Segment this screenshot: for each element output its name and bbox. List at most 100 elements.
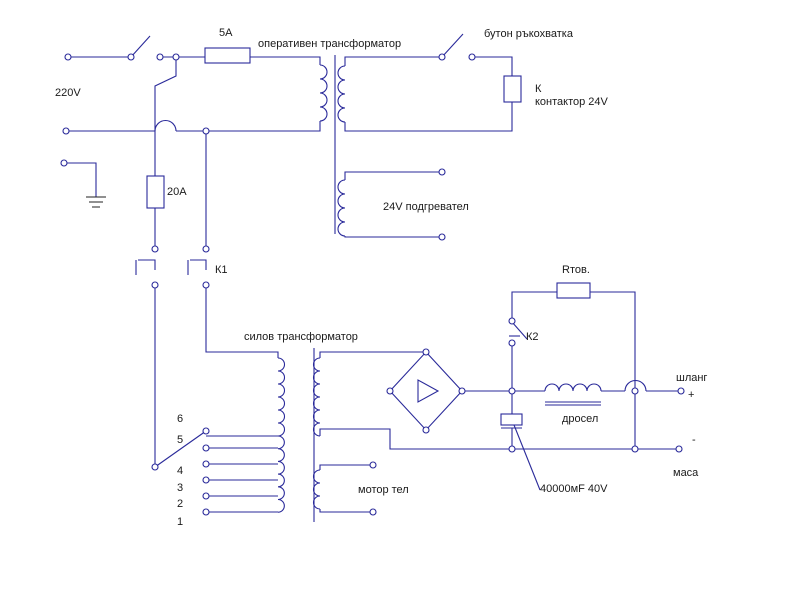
motor-coil	[312, 469, 321, 510]
wire-to-contactor	[472, 56, 513, 76]
op-primary-coil	[319, 64, 328, 122]
terminal	[369, 461, 377, 469]
terminal	[508, 387, 516, 395]
tap-selector-arm	[154, 430, 207, 468]
terminal	[468, 53, 476, 61]
plus-label: +	[688, 389, 694, 401]
terminal	[151, 281, 159, 289]
terminal	[369, 508, 377, 516]
terminal	[631, 445, 639, 453]
labels: 5А 220V оперативен трансформатор бутон р…	[55, 27, 707, 528]
wire-power-primary-top	[205, 285, 279, 358]
wire-motor-bottom	[319, 509, 373, 513]
tap-1-label: 1	[177, 516, 183, 528]
terminal	[151, 463, 159, 471]
op-secondary-coil-1	[337, 65, 346, 123]
wire-crossover	[154, 120, 177, 132]
power-secondary-coil	[312, 357, 321, 437]
terminal	[202, 508, 210, 516]
wire-mains-down	[154, 57, 177, 176]
handle-button-label: бутон ръкохватка	[484, 28, 574, 40]
fuse-20a-label: 20А	[167, 186, 187, 198]
wire-op-sec-top	[344, 56, 442, 66]
terminal	[438, 233, 446, 241]
ground-label: маса	[673, 467, 699, 479]
fuse-20a	[146, 175, 165, 209]
tap-leads	[206, 435, 278, 513]
terminal	[508, 445, 516, 453]
wire-motor-top	[319, 464, 373, 470]
choke-coil	[544, 383, 602, 392]
heater-coil	[337, 179, 346, 237]
terminals	[60, 53, 685, 516]
terminal	[202, 127, 210, 135]
power-primary-upper-coil	[277, 357, 286, 437]
terminal	[156, 53, 164, 61]
power-transformer-label: силов трансформатор	[244, 331, 358, 343]
terminal	[438, 168, 446, 176]
terminal	[62, 127, 70, 135]
wire-heater-bottom	[344, 236, 442, 238]
tap-6-label: 6	[177, 413, 183, 425]
wire-bridge-return	[319, 428, 513, 450]
terminal	[438, 53, 446, 61]
terminal	[202, 444, 210, 452]
terminal	[60, 159, 68, 167]
op-transformer-label: оперативен трансформатор	[258, 38, 401, 50]
terminal	[172, 53, 180, 61]
ground-icon	[86, 196, 106, 208]
hose-label: шланг	[676, 372, 707, 384]
choke-core	[545, 401, 601, 406]
terminal	[202, 281, 210, 289]
terminal	[127, 53, 135, 61]
fuse-5a-label: 5А	[219, 27, 233, 39]
capacitor-label: 40000мF 40V	[540, 483, 608, 495]
wire-heater-top	[344, 171, 442, 180]
main-switch-blade	[130, 35, 151, 58]
resistor-r-tov	[556, 282, 591, 299]
tap-5-label: 5	[177, 434, 183, 446]
wire-op-primary-bottom	[176, 121, 321, 132]
wire-bridge-top	[319, 351, 426, 358]
k2-label: К2	[526, 331, 539, 343]
terminal	[677, 387, 685, 395]
terminal	[202, 476, 210, 484]
k1-label: К1	[215, 264, 228, 276]
terminal	[508, 317, 516, 325]
k1-contact-a	[138, 259, 156, 270]
tap-2-label: 2	[177, 498, 183, 510]
handle-button-blade	[441, 33, 464, 58]
fuse-5a	[204, 47, 251, 64]
power-primary-taps-coil	[277, 435, 285, 513]
ground-wire	[64, 162, 97, 197]
terminal	[508, 339, 516, 347]
contactor-k-label: К	[535, 83, 542, 95]
k1-contact-b	[190, 259, 207, 270]
terminal	[458, 387, 466, 395]
terminal	[386, 387, 394, 395]
wire-k2-upper	[511, 291, 557, 321]
wire-contactor-return	[344, 102, 513, 132]
terminal	[202, 245, 210, 253]
r-tov-label: Rтов.	[562, 264, 590, 276]
terminal	[675, 445, 683, 453]
k2-blade	[511, 321, 528, 340]
terminal	[64, 53, 72, 61]
terminal	[202, 492, 210, 500]
terminal	[422, 348, 430, 356]
supply-voltage-label: 220V	[55, 87, 81, 99]
tap-3-label: 3	[177, 482, 183, 494]
contactor-desc-label: контактор 24V	[535, 96, 609, 108]
terminal	[422, 426, 430, 434]
wire-resistor-return	[590, 291, 636, 449]
wire-op-primary-top	[250, 56, 321, 65]
terminal	[151, 245, 159, 253]
heater-label: 24V подгревател	[383, 201, 469, 213]
tap-4-label: 4	[177, 465, 183, 477]
terminal	[202, 460, 210, 468]
terminal	[631, 387, 639, 395]
minus-label: -	[692, 434, 696, 446]
rectifier-diode	[417, 379, 440, 403]
terminal	[202, 427, 210, 435]
capacitor-leader-line	[511, 419, 541, 491]
